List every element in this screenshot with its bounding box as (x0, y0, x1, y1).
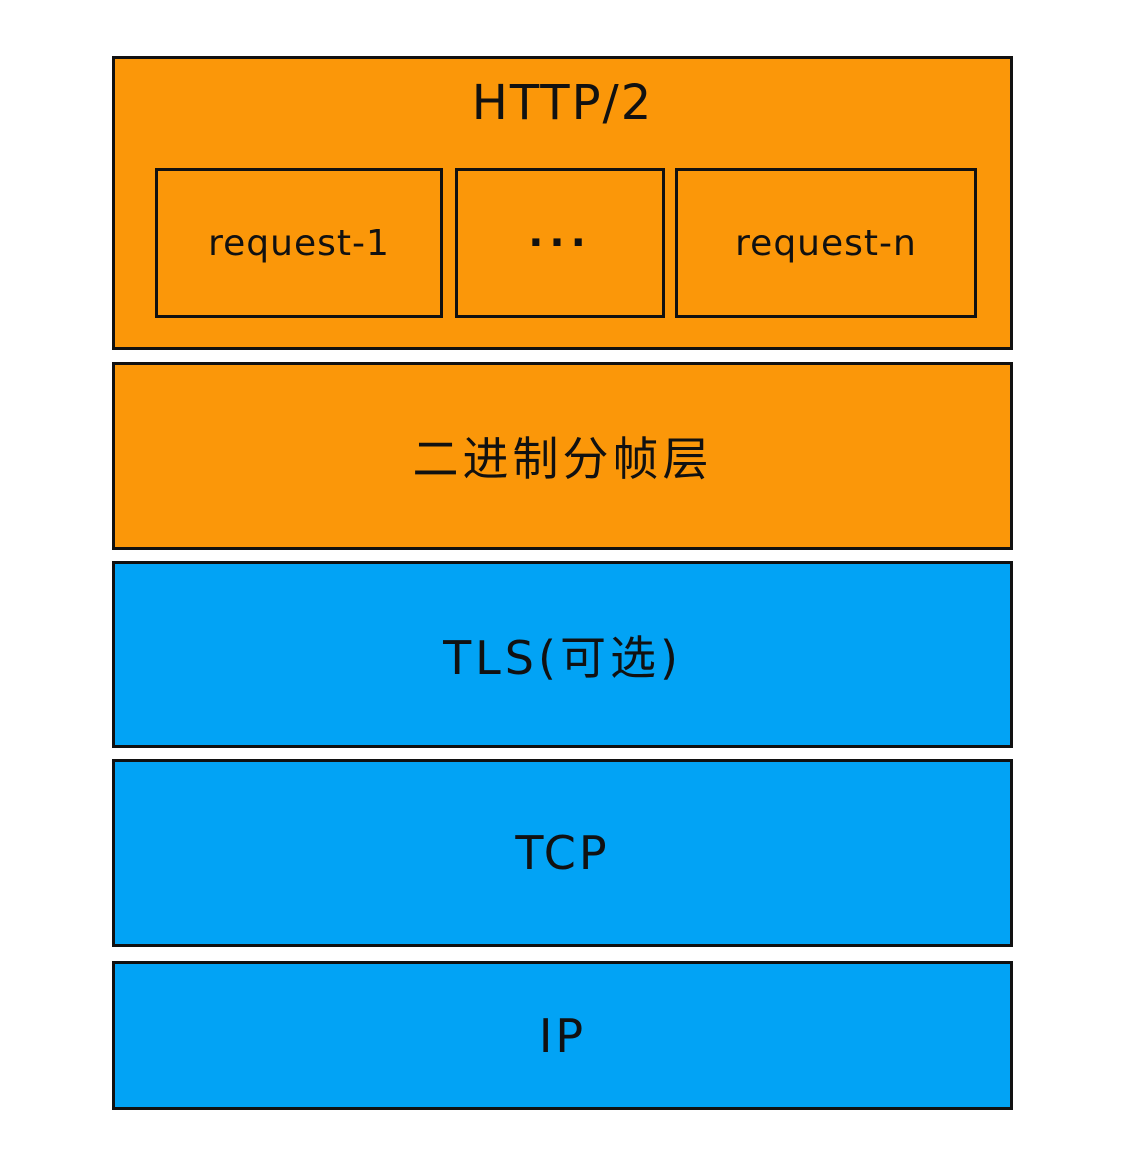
request-ellipsis-label: ··· (528, 220, 592, 266)
layer-tls: TLS(可选) (112, 561, 1013, 748)
layer-tls-label: TLS(可选) (443, 630, 682, 685)
request-1-label: request-1 (208, 222, 390, 264)
request-1-box: request-1 (155, 168, 443, 318)
layer-binary-framing: 二进制分帧层 (112, 362, 1013, 550)
layer-http2: HTTP/2 request-1 ··· request-n (112, 56, 1013, 350)
layer-binary-framing-label: 二进制分帧层 (412, 432, 713, 486)
request-ellipsis-box: ··· (455, 168, 665, 318)
layer-ip: IP (112, 961, 1013, 1110)
layer-tcp: TCP (112, 759, 1013, 947)
layer-ip-label: IP (538, 1008, 587, 1063)
layer-tcp-label: TCP (515, 826, 610, 880)
layer-http2-label: HTTP/2 (471, 75, 654, 131)
request-n-label: request-n (735, 222, 917, 264)
request-n-box: request-n (675, 168, 977, 318)
